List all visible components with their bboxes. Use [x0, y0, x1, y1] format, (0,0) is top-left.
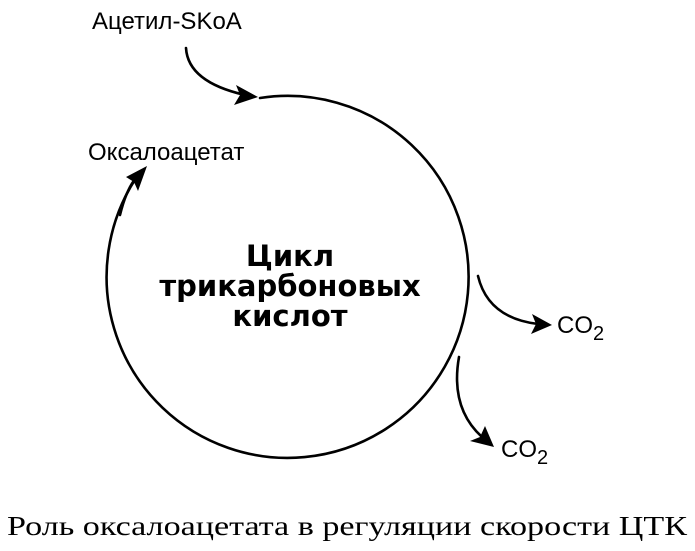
- cycle-circle: [105, 94, 470, 460]
- co2-label-1: CO2: [557, 312, 604, 345]
- cycle-title-line-3: кислот: [232, 299, 347, 333]
- co2-arrow-1-line: [476, 274, 540, 326]
- acetyl-coa-arrow-line: [184, 46, 247, 97]
- co2-label-2: CO2: [501, 436, 548, 469]
- figure-caption: Роль оксалоацетата в регуляции скорости …: [7, 511, 688, 541]
- co2-label-1-subscript: 2: [593, 323, 604, 345]
- co2-label-2-subscript: 2: [537, 447, 548, 469]
- oxaloacetate-arrowhead: [126, 166, 147, 191]
- acetyl-coa-arrowhead: [234, 85, 258, 105]
- co2-label-2-base: CO: [501, 436, 537, 463]
- cycle-title: Цикл трикарбоновых кислот: [159, 239, 421, 333]
- acetyl-coa-label: Ацетил-SKoA: [92, 8, 242, 35]
- co2-arrow-2-head: [470, 426, 494, 447]
- oxaloacetate-label: Оксалоацетат: [88, 139, 244, 166]
- co2-arrow-2-line: [455, 355, 484, 439]
- cycle-title-line-2: трикарбоновых: [159, 269, 421, 303]
- cycle-title-line-1: Цикл: [246, 239, 334, 273]
- co2-label-1-base: CO: [557, 312, 593, 339]
- co2-arrow-1-head: [531, 314, 552, 334]
